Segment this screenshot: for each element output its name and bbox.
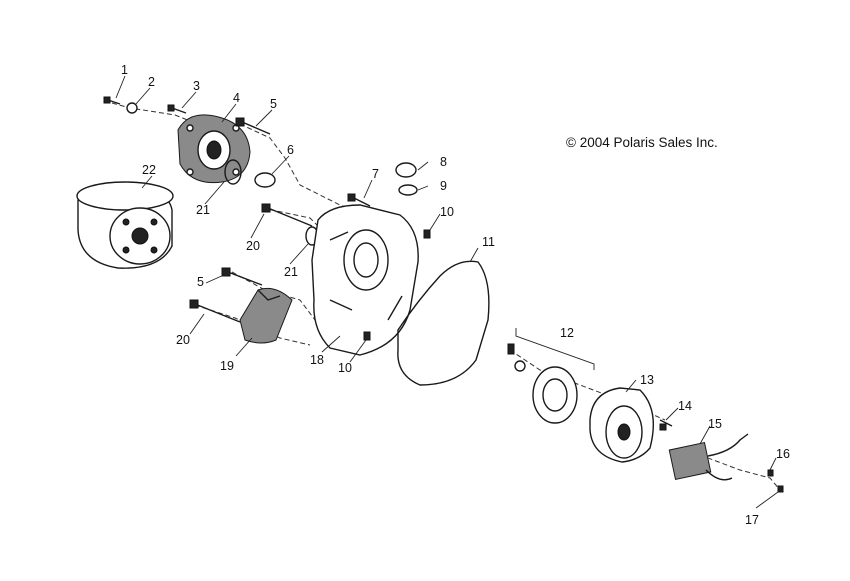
callout-15: 15 <box>708 417 722 431</box>
bracket-part-19 <box>239 287 293 344</box>
callout-20-upper: 20 <box>246 239 260 253</box>
flywheel-part-13 <box>589 387 655 463</box>
oring-part-6 <box>254 172 276 188</box>
bolt-part-20-lower <box>189 299 241 323</box>
callout-7: 7 <box>372 167 379 181</box>
copyright-text: © 2004 Polaris Sales Inc. <box>566 135 718 150</box>
pump-cover-part-4 <box>177 114 251 184</box>
bolt-part-3 <box>167 104 187 114</box>
callout-10: 10 <box>440 205 454 219</box>
washer-part-2 <box>126 102 138 114</box>
callout-17: 17 <box>745 513 759 527</box>
callout-labels: 1 2 3 4 5 6 7 8 9 10 11 12 13 14 15 16 1… <box>121 63 790 527</box>
callout-16: 16 <box>776 447 790 461</box>
callout-10-lower: 10 <box>338 361 352 375</box>
plug-part-10-lower <box>363 331 371 341</box>
crankcase-cover-part-18 <box>311 204 419 356</box>
callout-9: 9 <box>440 179 447 193</box>
pin-part <box>514 360 526 372</box>
callout-19: 19 <box>220 359 234 373</box>
callout-5-lower: 5 <box>197 275 204 289</box>
callout-6: 6 <box>287 143 294 157</box>
key-part <box>507 343 515 355</box>
group-bracket-12 <box>515 328 595 370</box>
starter-clutch <box>532 366 578 424</box>
bolt-part-7 <box>347 193 371 207</box>
bolt-part-5-lower <box>221 267 263 286</box>
screw-part-17 <box>777 485 784 493</box>
callout-21-lower: 21 <box>284 265 298 279</box>
plug-part-10-upper <box>423 229 431 239</box>
oring-part-9 <box>398 184 418 196</box>
callout-14: 14 <box>678 399 692 413</box>
callout-4: 4 <box>233 91 240 105</box>
gasket-part-11 <box>397 260 490 386</box>
callout-13: 13 <box>640 373 654 387</box>
callout-5: 5 <box>270 97 277 111</box>
bolt-part-5 <box>235 117 271 135</box>
callout-20-lower: 20 <box>176 333 190 347</box>
stator-part-15 <box>668 433 749 481</box>
callout-3: 3 <box>193 79 200 93</box>
screw-part-16 <box>767 469 774 477</box>
bolt-part-14 <box>659 419 673 431</box>
callout-2: 2 <box>148 75 155 89</box>
bolt-part-1 <box>103 96 121 105</box>
leader-lines <box>115 75 779 509</box>
oring-part-21 <box>224 159 242 185</box>
callout-1: 1 <box>121 63 128 77</box>
callout-8: 8 <box>440 155 447 169</box>
cap-part-8 <box>395 162 417 178</box>
callout-21-upper: 21 <box>196 203 210 217</box>
bolt-part-20-upper <box>261 203 313 227</box>
oil-filter-part-22 <box>76 181 174 269</box>
callout-11: 11 <box>482 235 495 249</box>
callout-18: 18 <box>310 353 324 367</box>
callout-22: 22 <box>142 163 156 177</box>
callout-12: 12 <box>560 326 574 340</box>
